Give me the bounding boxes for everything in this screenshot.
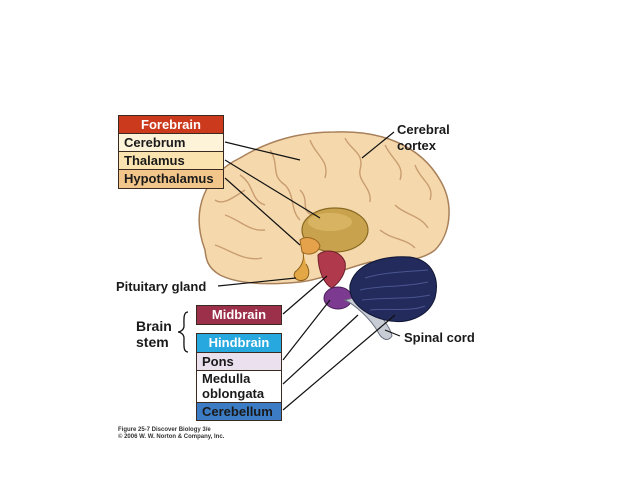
cerebellum-folia (359, 269, 431, 311)
midbrain-shape (317, 250, 346, 289)
figure-credit-line-1: Figure 25-7 Discover Biology 3/e (118, 427, 211, 433)
spinal-cord-label: Spinal cord (404, 330, 475, 345)
cerebellum-label: Cerebellum (196, 402, 282, 421)
cerebrum-shape (198, 131, 450, 285)
cerebellum-shape (349, 256, 437, 323)
cerebral-cortex-label: Cerebral cortex (397, 122, 450, 153)
leader-lines (217, 131, 401, 411)
figure-credit-line-2: © 2006 W. W. Norton & Company, Inc. (118, 434, 225, 440)
brain-stem-brace (177, 311, 189, 353)
medulla-oblongata-label: Medulla oblongata (196, 370, 282, 403)
pons-shape (323, 286, 353, 310)
pituitary-gland-label: Pituitary gland (116, 279, 207, 294)
forebrain-header: Forebrain (118, 115, 224, 135)
pituitary-gland-shape (293, 251, 310, 281)
hypothalamus-shape (299, 237, 321, 255)
hindbrain-header: Hindbrain (196, 333, 282, 353)
cerebrum-label: Cerebrum (118, 133, 224, 153)
thalamus-label: Thalamus (118, 151, 224, 171)
brain-stem-label: Brain stem (136, 318, 172, 350)
hypothalamus-label: Hypothalamus (118, 169, 224, 189)
midbrain-header: Midbrain (196, 305, 282, 325)
pons-label: Pons (196, 352, 282, 371)
